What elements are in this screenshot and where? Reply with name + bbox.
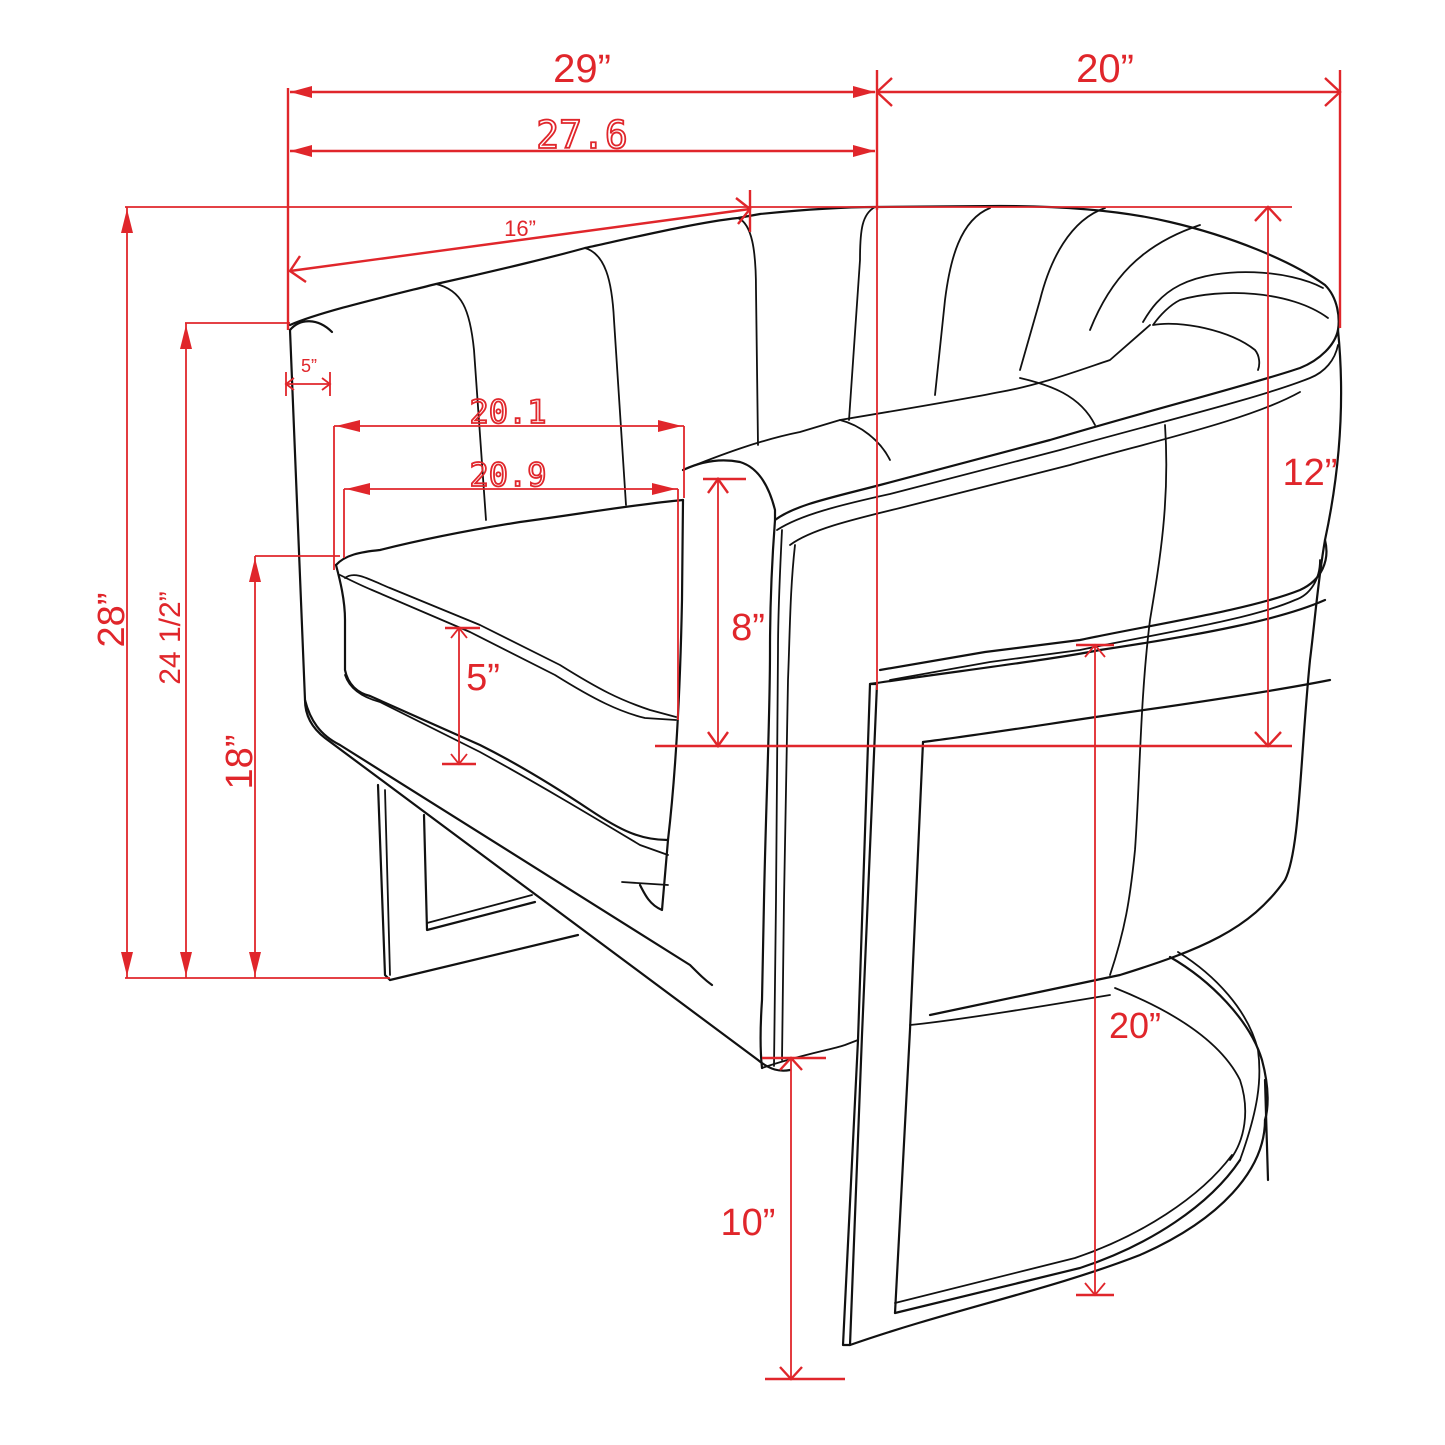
tuft-channel xyxy=(1152,292,1329,371)
seat-cushion-welt xyxy=(344,574,677,718)
left-side-panel xyxy=(288,328,714,987)
chair-outline xyxy=(288,204,1343,1347)
dim-back-slant xyxy=(288,190,752,283)
dim-overall-height xyxy=(121,207,133,978)
front-frame-cross xyxy=(909,994,1111,1026)
backrest-top-edge xyxy=(288,204,1340,332)
seat-cushion-top xyxy=(334,498,685,567)
front-frame-inner-bottom-edge xyxy=(894,1154,1233,1304)
label-arm-width: 5” xyxy=(301,356,317,376)
side-panel-seam xyxy=(1109,424,1168,976)
front-frame-bottom xyxy=(848,1118,1267,1347)
dim-clearance xyxy=(762,1056,845,1381)
label-seat-width-bottom: 20.9 xyxy=(469,456,546,494)
dim-overall-width xyxy=(290,86,875,98)
base-arc-edge xyxy=(1263,1078,1270,1182)
tuft-channel xyxy=(737,217,759,446)
label-seat-width-top: 20.1 xyxy=(469,393,546,431)
dim-arm-height xyxy=(180,323,192,978)
side-welt-bottom xyxy=(889,559,1321,681)
seat-right-edge xyxy=(638,498,685,912)
tuft-channel xyxy=(1089,224,1201,331)
label-overall-depth: 20” xyxy=(1076,47,1134,91)
dim-arm-width xyxy=(284,372,332,396)
dim-back-above-seat xyxy=(1254,205,1282,748)
base-arc-outer xyxy=(1168,955,1269,1122)
label-overall-height: 28” xyxy=(91,593,133,648)
tuft-channel xyxy=(934,207,991,396)
dim-seat-height xyxy=(249,556,261,978)
label-cushion-thickness: 5” xyxy=(466,657,500,699)
dim-cushion-thickness xyxy=(442,626,480,766)
dim-arm-above-seat xyxy=(703,476,746,749)
back-leg-edge xyxy=(384,789,391,976)
tuft-channel xyxy=(435,283,487,521)
label-inner-width: 27.6 xyxy=(536,113,628,157)
label-overall-width: 29” xyxy=(553,47,611,91)
arm-front-edge-2 xyxy=(773,529,783,1067)
label-back-above-seat: 12” xyxy=(1283,452,1338,494)
seat-front-welt xyxy=(344,674,669,856)
seat-corner xyxy=(621,881,669,886)
arm-welt-outer xyxy=(681,328,1340,522)
dimension-lines xyxy=(121,70,1342,1381)
tuft-channel xyxy=(1019,207,1106,371)
back-leg-inner-edge xyxy=(426,894,533,924)
dim-seat-width-bottom xyxy=(343,483,679,720)
tuft-channel xyxy=(848,206,876,421)
seat-cushion-front xyxy=(334,563,670,842)
arm-welt-inner xyxy=(789,391,1301,546)
dim-base-height xyxy=(1076,643,1114,1297)
label-arm-height: 24 1/2” xyxy=(154,591,187,684)
tuft-channel xyxy=(1142,271,1324,323)
dim-overall-depth xyxy=(875,77,1342,107)
dim-inner-width xyxy=(290,145,875,157)
label-back-slant: 16” xyxy=(504,216,536,241)
back-leg-inner xyxy=(422,813,537,932)
left-wing-curl xyxy=(288,320,334,334)
left-base-edge xyxy=(303,698,792,1072)
back-leg-bottom xyxy=(388,933,580,982)
side-welt-top xyxy=(878,538,1328,672)
arm-front-edge-1 xyxy=(759,518,777,1070)
arm-welt-mid xyxy=(776,344,1339,531)
back-cushion-seam xyxy=(839,419,891,461)
tuft-channel xyxy=(584,247,627,506)
front-frame-inner-left xyxy=(893,740,925,1315)
label-seat-height: 18” xyxy=(219,735,261,790)
dimension-labels: 29” 27.6 20” 16” 5” 20.1 20.9 28” 24 1/2… xyxy=(91,47,1337,1244)
arm-front-edge-3 xyxy=(781,544,796,1061)
base-arc-inner-2 xyxy=(1114,987,1247,1161)
back-cushion-bottom xyxy=(682,324,1151,471)
arm-base-bottom xyxy=(761,1039,859,1069)
front-frame-inner-bottom xyxy=(893,1158,1242,1315)
label-base-height: 20” xyxy=(1109,1005,1161,1046)
back-cushion-seam xyxy=(1019,377,1096,426)
label-clearance: 10” xyxy=(721,1202,776,1244)
front-frame-left-rail xyxy=(841,682,879,1347)
side-panel-outer xyxy=(928,328,1343,1017)
front-frame-inner-top xyxy=(921,678,1332,744)
seat-cushion-welt xyxy=(339,574,677,721)
base-arc-inner xyxy=(1177,951,1261,1161)
dim-seat-width-top xyxy=(333,420,685,570)
label-arm-above-seat: 8” xyxy=(731,607,765,649)
